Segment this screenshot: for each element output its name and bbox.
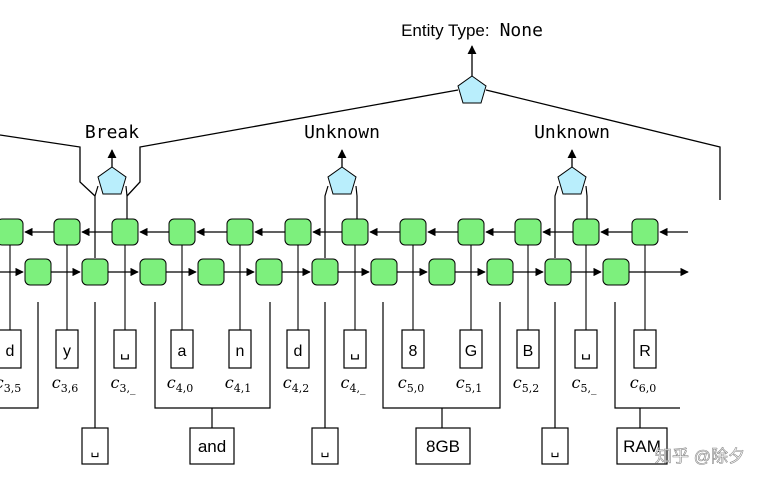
- forward-lstm-cell: [428, 258, 456, 286]
- word-box-space-3: [541, 427, 569, 465]
- char-subscript-label: c4,0: [167, 373, 193, 395]
- char-token: ␣: [581, 343, 591, 360]
- backward-lstm-cell: [457, 218, 485, 246]
- forward-lstm-cell: [370, 258, 398, 286]
- forward-lstm-cell: [197, 258, 225, 286]
- word-box-space-2: [311, 427, 339, 465]
- backward-lstm-cell: [168, 218, 196, 246]
- forward-lstm-cell: [486, 258, 514, 286]
- span-label-unknown-2: Unknown: [534, 122, 610, 143]
- char-subscript-label: c4,2: [283, 373, 309, 395]
- char-box: [113, 329, 137, 369]
- char-token: R: [639, 343, 651, 360]
- pentagon-span-1-icon: [97, 166, 127, 195]
- char-subscript-label: c4,_: [341, 373, 366, 395]
- char-subscript-label: c5,0: [398, 373, 424, 395]
- connector-p1-bwd: [125, 185, 128, 220]
- backward-lstm-cell: [572, 218, 600, 246]
- word-box-and: [189, 427, 235, 465]
- backward-lstm-cell: [226, 218, 254, 246]
- word-box-8gb: [415, 427, 471, 465]
- char-box: [401, 329, 425, 369]
- char-box: [343, 329, 367, 369]
- word-grouping-lines: [0, 302, 680, 428]
- span-label-unknown-1: Unknown: [304, 122, 380, 143]
- char-token: d: [6, 343, 15, 360]
- backward-lstm-row: [0, 218, 688, 246]
- forward-lstm-cell: [81, 258, 109, 286]
- backward-lstm-cell: [111, 218, 139, 246]
- word-token-space-2: ␣: [321, 441, 330, 458]
- char-box: [228, 329, 252, 369]
- forward-lstm-cell: [255, 258, 283, 286]
- char-box: [459, 329, 483, 369]
- pentagon-span-2-icon: [327, 166, 357, 195]
- char-token: 8: [409, 343, 418, 360]
- backward-lstm-cell: [284, 218, 312, 246]
- char-box: [0, 329, 22, 369]
- char-subscript-label: c5,1: [456, 373, 482, 395]
- char-subscript-label: c3,_: [111, 373, 136, 395]
- backward-lstm-cell: [53, 218, 81, 246]
- connector-p2-fwd: [324, 185, 329, 258]
- char-token: ␣: [350, 343, 360, 360]
- backward-lstm-cell: [341, 218, 369, 246]
- connector-p1-fwd: [94, 185, 99, 258]
- tree-line-left: [126, 89, 459, 197]
- connector-p3-fwd: [554, 185, 559, 258]
- char-token: a: [178, 343, 187, 360]
- char-box: [574, 329, 598, 369]
- word-token-ram: RAM: [623, 437, 661, 456]
- word-token-space-3: ␣: [551, 441, 560, 458]
- backward-lstm-cell: [514, 218, 542, 246]
- char-subscript-label: c5,_: [572, 373, 597, 395]
- entity-type-title: Entity Type: None: [401, 20, 543, 41]
- forward-lstm-cell: [311, 258, 339, 286]
- char-subscript-label: c4,1: [225, 373, 251, 395]
- char-subscript-label: c3,5: [0, 373, 21, 395]
- char-token: ␣: [120, 343, 130, 360]
- char-subscript-label: c5,2: [513, 373, 539, 395]
- pentagon-top-icon: [457, 75, 487, 104]
- char-box: [633, 329, 657, 369]
- tree-line-offscreen: [0, 134, 96, 197]
- char-box: [170, 329, 194, 369]
- word-box-ram: [616, 427, 668, 465]
- tree-line-right: [485, 89, 721, 200]
- backward-lstm-cell: [0, 218, 24, 246]
- char-subscript-label: c6,0: [630, 373, 656, 395]
- char-box: [286, 329, 310, 369]
- forward-lstm-cell: [544, 258, 572, 286]
- connector-p3-bwd: [585, 185, 588, 220]
- connector-p2-bwd: [355, 185, 358, 220]
- char-token: y: [63, 343, 71, 360]
- word-token-and: and: [198, 437, 226, 456]
- word-token-space-1: ␣: [91, 441, 100, 458]
- forward-lstm-cell: [602, 258, 630, 286]
- forward-lstm-row: [0, 258, 689, 286]
- char-token: B: [523, 343, 534, 360]
- backward-lstm-cell: [399, 218, 427, 246]
- watermark: 知乎 @除夕: [655, 447, 745, 466]
- word-token-8gb: 8GB: [426, 437, 460, 456]
- char-token: G: [465, 343, 477, 360]
- span-label-break: Break: [85, 122, 139, 143]
- char-box: [516, 329, 540, 369]
- character-inputs: d c3,5 y c3,6 ␣ c3,_ a c4,0 n c4,1 d c4,2 ␣ c4,_ 8 c5,0…: [0, 245, 657, 395]
- forward-lstm-cell: [139, 258, 167, 286]
- char-box: [55, 329, 79, 369]
- pentagon-span-3-icon: [557, 166, 587, 195]
- char-token: d: [294, 343, 303, 360]
- char-subscript-label: c3,6: [52, 373, 78, 395]
- word-box-space-1: [81, 427, 109, 465]
- forward-lstm-cell: [24, 258, 52, 286]
- backward-lstm-cell: [631, 218, 659, 246]
- char-token: n: [236, 343, 245, 360]
